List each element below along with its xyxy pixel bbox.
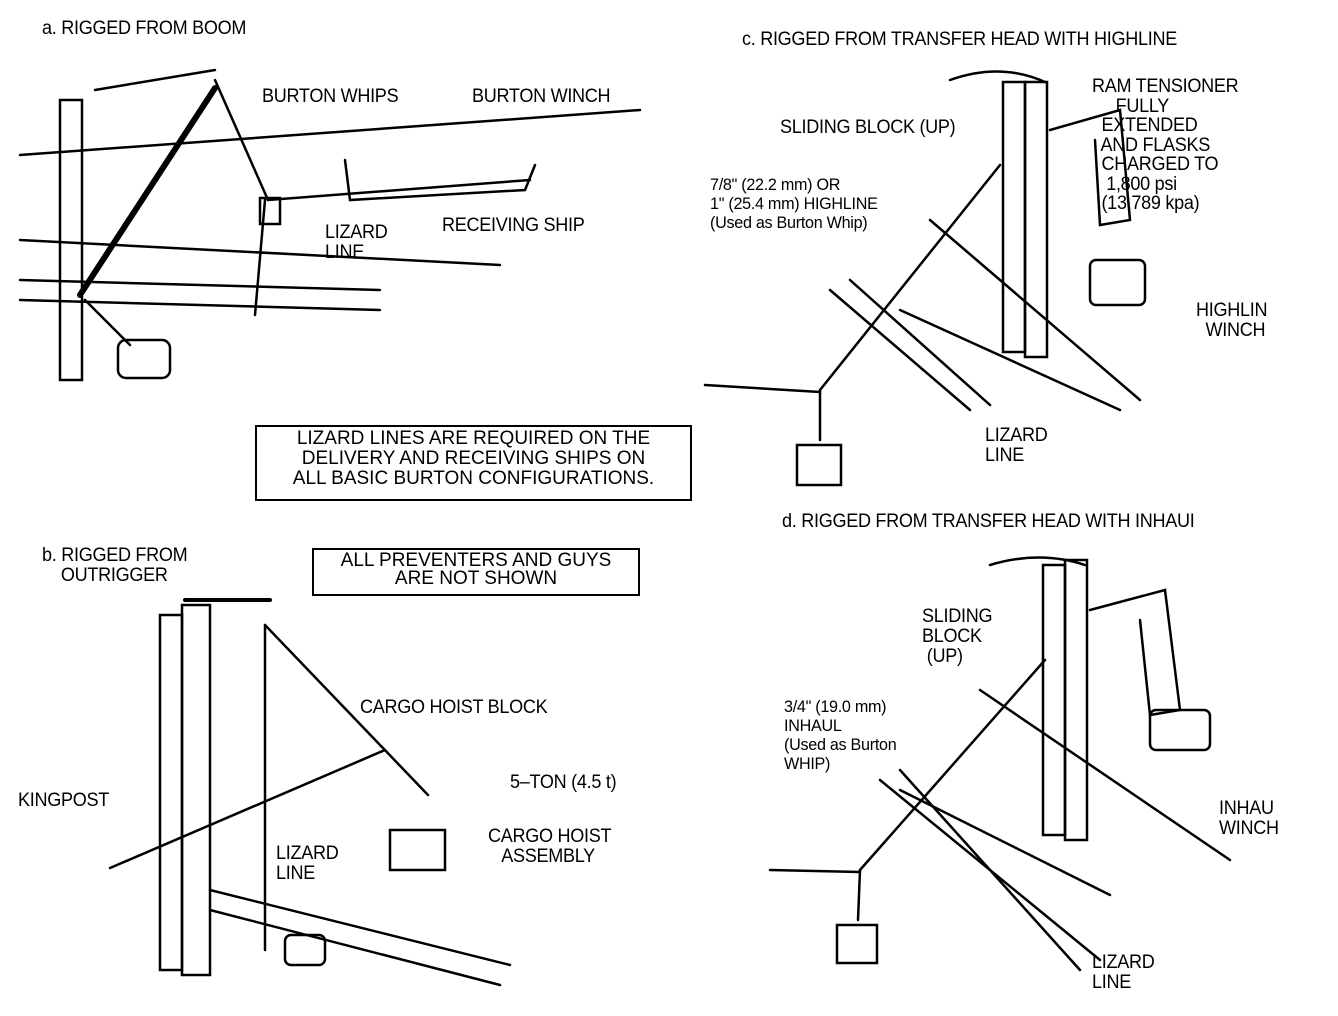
label-lizard-line-d: LIZARD LINE	[1092, 952, 1155, 993]
transfer-head-post	[1001, 80, 1027, 354]
inhaul-winch	[1148, 708, 1212, 752]
receiving-ship-outline	[343, 158, 537, 202]
note-lizard-lines-required: LIZARD LINES ARE REQUIRED ON THE DELIVER…	[255, 425, 692, 501]
panel-c-title: c. RIGGED FROM TRANSFER HEAD WITH HIGHLI…	[742, 29, 1177, 50]
winch-a	[116, 338, 172, 380]
rail-line	[828, 288, 972, 412]
label-lizard-line-c: LIZARD LINE	[985, 425, 1048, 466]
lizard-line	[253, 198, 267, 317]
deck-rail	[208, 888, 512, 967]
topping-lift	[93, 68, 217, 92]
label-sliding-block-c: SLIDING BLOCK (UP)	[780, 117, 956, 138]
post-cap	[988, 556, 1087, 567]
deck-line	[928, 218, 1142, 402]
label-inhaul-winch: INHAU WINCH	[1219, 798, 1279, 839]
cargo-hook	[258, 196, 282, 226]
label-lizard-line-a: LIZARD LINE	[325, 222, 388, 263]
deck-rail	[208, 908, 502, 987]
label-five-ton: 5–TON (4.5 t)	[510, 772, 617, 793]
boom	[77, 85, 218, 298]
kingpost-b-side	[180, 603, 212, 977]
label-kingpost: KINGPOST	[18, 790, 110, 811]
kingpost-b	[158, 613, 184, 972]
highline-winch	[1088, 258, 1147, 307]
note-line: ALL PREVENTERS AND GUYS	[340, 550, 612, 571]
label-lizard-line-b: LIZARD LINE	[276, 843, 339, 884]
winch-cable	[83, 298, 132, 347]
cargo-box	[795, 443, 843, 487]
label-burton-whips: BURTON WHIPS	[262, 86, 399, 107]
panel-b-title: b. RIGGED FROM OUTRIGGER	[42, 545, 188, 586]
ship-deck-line	[18, 108, 642, 157]
burton-whip-line	[213, 78, 270, 202]
note-line: ARE NOT SHOWN	[394, 568, 558, 589]
label-cargo-hoist-block: CARGO HOIST BLOCK	[360, 697, 548, 718]
note-line: DELIVERY AND RECEIVING SHIPS ON	[301, 448, 646, 469]
note-preventers: ALL PREVENTERS AND GUYS ARE NOT SHOWN	[312, 548, 640, 596]
hoist-line	[263, 623, 430, 797]
cargo-box	[835, 923, 879, 965]
label-highline-spec: 7/8" (22.2 mm) OR 1" (25.4 mm) HIGHLINE …	[710, 175, 878, 232]
note-line: LIZARD LINES ARE REQUIRED ON THE	[296, 428, 651, 449]
transfer-head-post-side	[1063, 558, 1089, 842]
inhaul	[768, 868, 862, 874]
lizard-line	[898, 788, 1112, 897]
rail-line	[18, 298, 382, 312]
note-line: ALL BASIC BURTON CONFIGURATIONS.	[292, 468, 655, 489]
rail-line	[18, 278, 382, 292]
transfer-head-post-side	[1023, 80, 1049, 359]
highline	[703, 383, 822, 394]
ram-tensioner	[1048, 108, 1132, 227]
panel-a-drawing	[18, 68, 642, 382]
winch-b	[283, 933, 327, 967]
cargo-box	[388, 828, 447, 872]
rail-line	[848, 278, 992, 407]
rail-line	[898, 768, 1082, 972]
burton-whip-line	[266, 178, 532, 202]
panel-d-drawing	[768, 556, 1232, 972]
label-sliding-block-d: SLIDING BLOCK (UP)	[922, 606, 993, 667]
panel-a-title: a. RIGGED FROM BOOM	[42, 18, 247, 39]
label-ram-tensioner: RAM TENSIONER FULLY EXTENDED AND FLASKS …	[1092, 76, 1239, 214]
kingpost-a	[58, 98, 84, 382]
panel-b-drawing	[108, 598, 512, 987]
lizard-line	[108, 748, 387, 870]
label-cargo-hoist-assembly: CARGO HOIST ASSEMBLY	[488, 826, 612, 867]
panel-d-title: d. RIGGED FROM TRANSFER HEAD WITH INHAUI	[782, 511, 1195, 532]
highline	[818, 163, 1002, 392]
lizard-line	[898, 308, 1122, 412]
inhaul	[858, 658, 1047, 872]
transfer-head-post	[1041, 563, 1067, 837]
panel-c-drawing	[703, 70, 1147, 487]
label-receiving-ship: RECEIVING SHIP	[442, 215, 585, 236]
label-highline-winch: HIGHLIN WINCH	[1196, 300, 1268, 341]
post-cap	[948, 70, 1047, 84]
label-inhaul-spec: 3/4" (19.0 mm) INHAUL (Used as Burton WH…	[784, 697, 897, 773]
arm	[1088, 588, 1182, 717]
label-burton-winch: BURTON WINCH	[472, 86, 611, 107]
deck-line	[978, 688, 1232, 862]
cargo-drop	[856, 868, 862, 922]
